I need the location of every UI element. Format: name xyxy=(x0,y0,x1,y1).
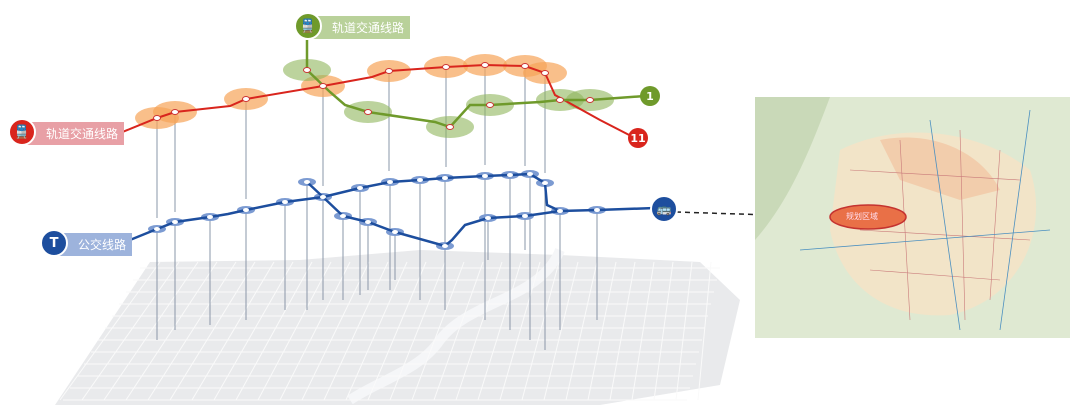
bus-stop xyxy=(527,172,533,176)
street xyxy=(653,261,674,401)
rail-station xyxy=(486,102,494,108)
rail-station xyxy=(446,124,454,130)
bus-stop xyxy=(485,216,491,220)
street xyxy=(81,261,180,401)
rail-station xyxy=(442,64,450,70)
rail-station xyxy=(481,62,489,68)
bus-stop xyxy=(442,176,448,180)
map-area-label: 规划区域 xyxy=(846,212,878,221)
bus-end-badge: 🚌 xyxy=(650,195,678,223)
rail-station xyxy=(171,109,179,115)
bus-stop xyxy=(482,174,488,178)
bus-stop xyxy=(340,214,346,218)
bus-stop xyxy=(243,208,249,212)
street xyxy=(103,261,199,401)
street xyxy=(697,261,712,401)
bus-stop xyxy=(522,214,528,218)
street xyxy=(499,261,541,401)
street xyxy=(631,261,655,401)
train-icon: 🚆 xyxy=(299,18,317,34)
bus-stop xyxy=(207,215,213,219)
bus-stop xyxy=(154,227,160,231)
street xyxy=(587,261,617,401)
street xyxy=(543,261,579,401)
bus-stop xyxy=(507,173,513,177)
bus-stop xyxy=(594,208,600,212)
rail-station xyxy=(319,83,327,89)
bus-stop xyxy=(320,195,326,199)
bus-label: 公交线路 xyxy=(56,233,133,256)
bus-stop xyxy=(417,178,423,182)
bus-stop xyxy=(357,186,363,190)
street xyxy=(345,261,408,401)
line-1-badge: 1 xyxy=(640,86,660,106)
rail-station xyxy=(242,96,250,102)
bus-stop xyxy=(442,244,448,248)
red-rail-label: 轨道交通线路 xyxy=(24,122,125,145)
street xyxy=(565,261,598,401)
bus-stop xyxy=(172,220,178,224)
map-inset xyxy=(755,97,1070,338)
rail-station xyxy=(541,70,549,76)
street xyxy=(191,261,275,401)
rail-station xyxy=(586,97,594,103)
street xyxy=(323,261,389,401)
street xyxy=(367,261,427,401)
street xyxy=(455,261,503,401)
street xyxy=(125,261,218,401)
street xyxy=(675,261,693,401)
rail-station xyxy=(556,97,564,103)
street xyxy=(389,261,446,401)
street xyxy=(169,261,256,401)
bus-stop xyxy=(557,209,563,213)
planning-area-highlight xyxy=(829,204,907,230)
station-halos xyxy=(135,54,614,250)
rail-station xyxy=(385,68,393,74)
street xyxy=(477,261,522,401)
rail-station xyxy=(153,115,161,121)
red-rail-badge: 🚆 xyxy=(8,118,36,146)
bus-icon: 🚌 xyxy=(656,202,672,216)
bus-stop xyxy=(387,180,393,184)
street xyxy=(433,261,484,401)
green-rail-badge: 🚆 xyxy=(294,12,322,40)
bus-badge: T xyxy=(40,229,68,257)
street xyxy=(257,261,332,401)
street xyxy=(147,261,237,401)
rail-station xyxy=(521,63,529,69)
bus-stop xyxy=(365,220,371,224)
bus-stop xyxy=(304,180,310,184)
street xyxy=(59,261,161,401)
train-icon: 🚆 xyxy=(13,124,31,140)
rail-station xyxy=(303,67,311,73)
line-11-badge: 11 xyxy=(628,128,648,148)
blue-bus-line xyxy=(124,172,656,244)
street xyxy=(411,261,465,401)
street xyxy=(279,261,351,401)
connector-lines xyxy=(156,65,598,350)
stations xyxy=(153,62,600,248)
rail-station xyxy=(364,109,372,115)
street xyxy=(213,261,294,401)
street-grid xyxy=(59,261,720,401)
bus-stop xyxy=(542,181,548,185)
street xyxy=(301,261,370,401)
street xyxy=(235,261,313,401)
bus-stop xyxy=(282,200,288,204)
green-rail-label: 轨道交通线路 xyxy=(310,16,411,39)
street xyxy=(609,261,636,401)
bus-stop xyxy=(392,230,398,234)
street xyxy=(521,261,560,401)
